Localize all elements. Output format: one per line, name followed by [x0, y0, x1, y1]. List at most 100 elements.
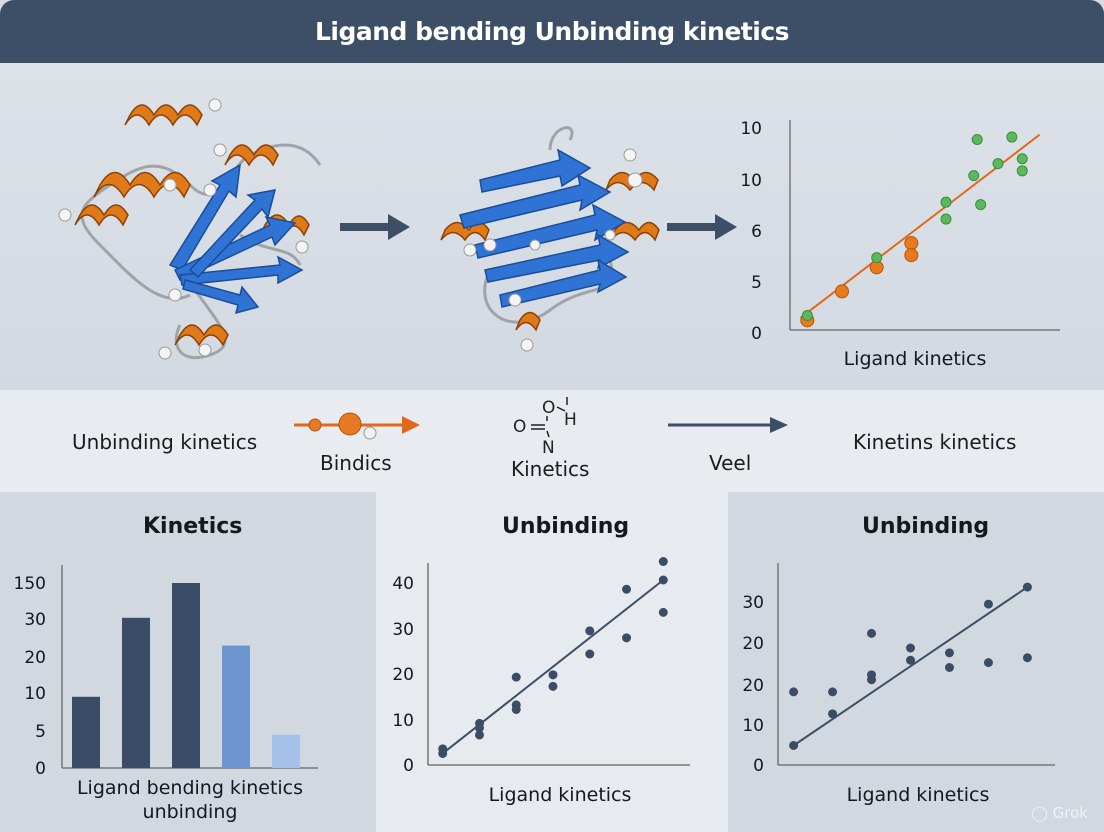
data-point	[801, 310, 813, 322]
data-point	[835, 284, 849, 299]
data-point	[983, 658, 993, 668]
y-tick-label: 30	[24, 610, 46, 630]
molecule-diagram: O H O N	[513, 397, 577, 458]
data-point	[906, 655, 915, 665]
bar	[72, 696, 100, 768]
data-point	[622, 633, 632, 643]
bar	[272, 734, 300, 768]
top-scatter-chart: 0 5 6 10 10	[740, 119, 1060, 344]
data-point	[438, 744, 448, 754]
bar-chart: 0 5 10 20 30 150	[14, 565, 318, 779]
y-tick-label: 5	[35, 722, 46, 742]
data-point	[789, 741, 799, 750]
data-point	[585, 626, 595, 636]
data-point	[971, 133, 983, 145]
y-tick-label: 20	[742, 676, 764, 696]
panel-1-title: Kinetics	[143, 514, 243, 539]
molecule-o-left: O	[513, 417, 526, 437]
kinetics-molecule-label: Kinetics	[511, 457, 590, 481]
y-tick-label: 30	[392, 620, 414, 640]
data-point	[944, 648, 954, 658]
bar	[222, 645, 250, 768]
y-tick-label: 40	[392, 574, 414, 594]
panel-1-x-label-1: Ligand bending kinetics	[76, 777, 304, 799]
y-tick-label: 150	[14, 574, 46, 594]
data-point	[828, 687, 838, 697]
data-point	[474, 723, 484, 733]
data-point	[622, 584, 632, 594]
data-point	[828, 709, 838, 719]
data-point	[867, 628, 877, 638]
scatter-chart-1: 40 30 20 10 0	[392, 557, 690, 776]
y-tick-label: 20	[742, 634, 764, 654]
y-tick-label: 10	[740, 171, 762, 191]
arrow-right-icon	[340, 214, 410, 240]
kinetins-kinetics-label: Kinetins kinetics	[853, 430, 1017, 454]
y-tick-label: 6	[751, 222, 762, 242]
scatter-chart-2: 30 20 20 10 0	[742, 563, 1055, 776]
panel-2-title: Unbinding	[502, 514, 630, 539]
y-tick-label: 0	[403, 756, 414, 776]
bar	[122, 617, 150, 768]
data-point	[511, 700, 521, 710]
data-point	[1006, 131, 1018, 143]
data-point	[975, 199, 987, 211]
data-point	[1016, 153, 1028, 165]
top-chart-x-label: Ligand kinetics	[843, 348, 987, 370]
data-point	[906, 643, 915, 653]
trend-line	[793, 586, 1028, 747]
data-point	[474, 730, 484, 740]
panel-3-x-label: Ligand kinetics	[846, 784, 990, 806]
data-point	[658, 607, 668, 617]
data-point	[548, 681, 558, 691]
data-point	[940, 213, 952, 225]
y-tick-label: 20	[24, 648, 46, 668]
binding-arrow-icon	[294, 412, 420, 440]
arrow-right-icon	[667, 214, 737, 240]
data-point	[658, 575, 668, 585]
y-tick-label: 0	[751, 324, 762, 344]
data-point	[548, 670, 558, 680]
panel-1-x-label-2: unbinding	[142, 801, 238, 823]
data-point	[1022, 653, 1032, 663]
veel-label: Veel	[709, 451, 752, 475]
y-tick-label: 20	[392, 665, 414, 685]
data-point	[904, 248, 919, 263]
y-tick-label: 0	[35, 759, 46, 779]
data-point	[992, 158, 1004, 170]
data-point	[867, 670, 877, 680]
protein-structure-1	[58, 98, 322, 360]
protein-structure-2	[440, 126, 660, 352]
data-point	[1022, 582, 1032, 592]
bindics-label: Bindics	[320, 451, 392, 475]
y-tick-label: 30	[742, 593, 764, 613]
molecule-h: H	[564, 410, 577, 430]
y-tick-label: 0	[753, 756, 764, 776]
data-point	[511, 672, 521, 682]
bar	[172, 583, 200, 768]
arrow-right-icon	[668, 417, 788, 433]
unbinding-kinetics-label: Unbinding kinetics	[72, 430, 258, 454]
data-point	[983, 599, 993, 609]
y-tick-label: 5	[751, 273, 762, 293]
panel-scatter-1	[376, 492, 728, 832]
panel-2-x-label: Ligand kinetics	[488, 784, 632, 806]
data-point	[871, 252, 883, 264]
data-point	[789, 687, 799, 697]
molecule-o-top: O	[542, 398, 555, 418]
y-tick-label: 10	[24, 684, 46, 704]
data-point	[904, 236, 919, 251]
data-point	[968, 170, 980, 182]
page-title: Ligand bending Unbinding kinetics	[0, 0, 1104, 63]
y-tick-label: 10	[392, 711, 414, 731]
y-tick-label: 10	[740, 119, 762, 139]
y-tick-label: 10	[742, 716, 764, 736]
data-point	[585, 649, 595, 659]
data-point	[940, 196, 952, 208]
data-point	[1016, 165, 1028, 177]
panel-3-title: Unbinding	[862, 514, 990, 539]
molecule-n: N	[542, 438, 555, 458]
grok-watermark-icon: ◯ Grok	[1031, 804, 1088, 822]
middle-band	[0, 390, 1104, 492]
data-point	[658, 557, 668, 566]
